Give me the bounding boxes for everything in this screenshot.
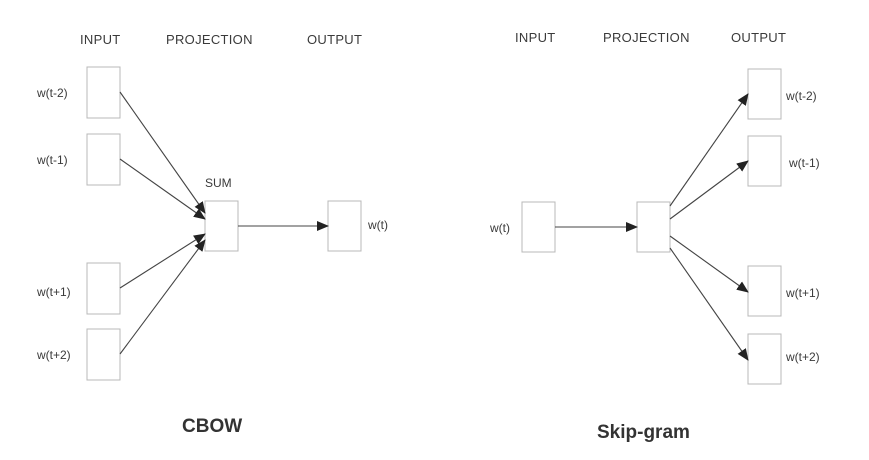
skipgram-output-label-2: w(t-1) <box>789 156 820 170</box>
cbow-arrow-2 <box>119 158 206 220</box>
skipgram-output-box-4 <box>747 333 782 385</box>
skipgram-header-input: INPUT <box>515 30 556 45</box>
skipgram-output-box-2 <box>747 135 782 187</box>
skipgram-input-label: w(t) <box>490 221 510 235</box>
cbow-input-label-1: w(t-2) <box>37 86 68 100</box>
cbow-projection-box <box>204 200 239 252</box>
skipgram-output-box-1 <box>747 68 782 120</box>
cbow-header-projection: PROJECTION <box>166 32 253 47</box>
cbow-input-label-3: w(t+1) <box>37 285 71 299</box>
cbow-input-label-2: w(t-1) <box>37 153 68 167</box>
skipgram-output-label-1: w(t-2) <box>786 89 817 103</box>
cbow-input-box-4 <box>86 328 121 381</box>
skipgram-header-output: OUTPUT <box>731 30 787 45</box>
cbow-header-input: INPUT <box>80 32 121 47</box>
skipgram-input-box <box>521 201 556 253</box>
skipgram-projection-box <box>636 201 671 253</box>
cbow-sum-label: SUM <box>205 176 232 190</box>
skipgram-output-label-3: w(t+1) <box>786 286 820 300</box>
skipgram-output-box-3 <box>747 265 782 317</box>
skipgram-arrow-1 <box>669 93 749 207</box>
cbow-output-label: w(t) <box>368 218 388 232</box>
cbow-header-output: OUTPUT <box>307 32 363 47</box>
cbow-input-box-1 <box>86 66 121 119</box>
cbow-input-box-3 <box>86 262 121 315</box>
skipgram-arrow-2 <box>669 160 749 220</box>
skipgram-title: Skip-gram <box>597 422 690 443</box>
skipgram-arrow-3 <box>669 235 749 293</box>
skipgram-output-label-4: w(t+2) <box>786 350 820 364</box>
cbow-arrow-1 <box>119 91 206 214</box>
cbow-input-label-4: w(t+2) <box>37 348 71 362</box>
cbow-arrow-4 <box>119 239 206 355</box>
cbow-title: CBOW <box>182 416 243 437</box>
cbow-output-box <box>327 200 362 252</box>
cbow-arrow-3 <box>119 233 206 289</box>
skipgram-header-projection: PROJECTION <box>603 30 690 45</box>
skipgram-arrow-4 <box>669 247 749 361</box>
cbow-input-box-2 <box>86 133 121 186</box>
